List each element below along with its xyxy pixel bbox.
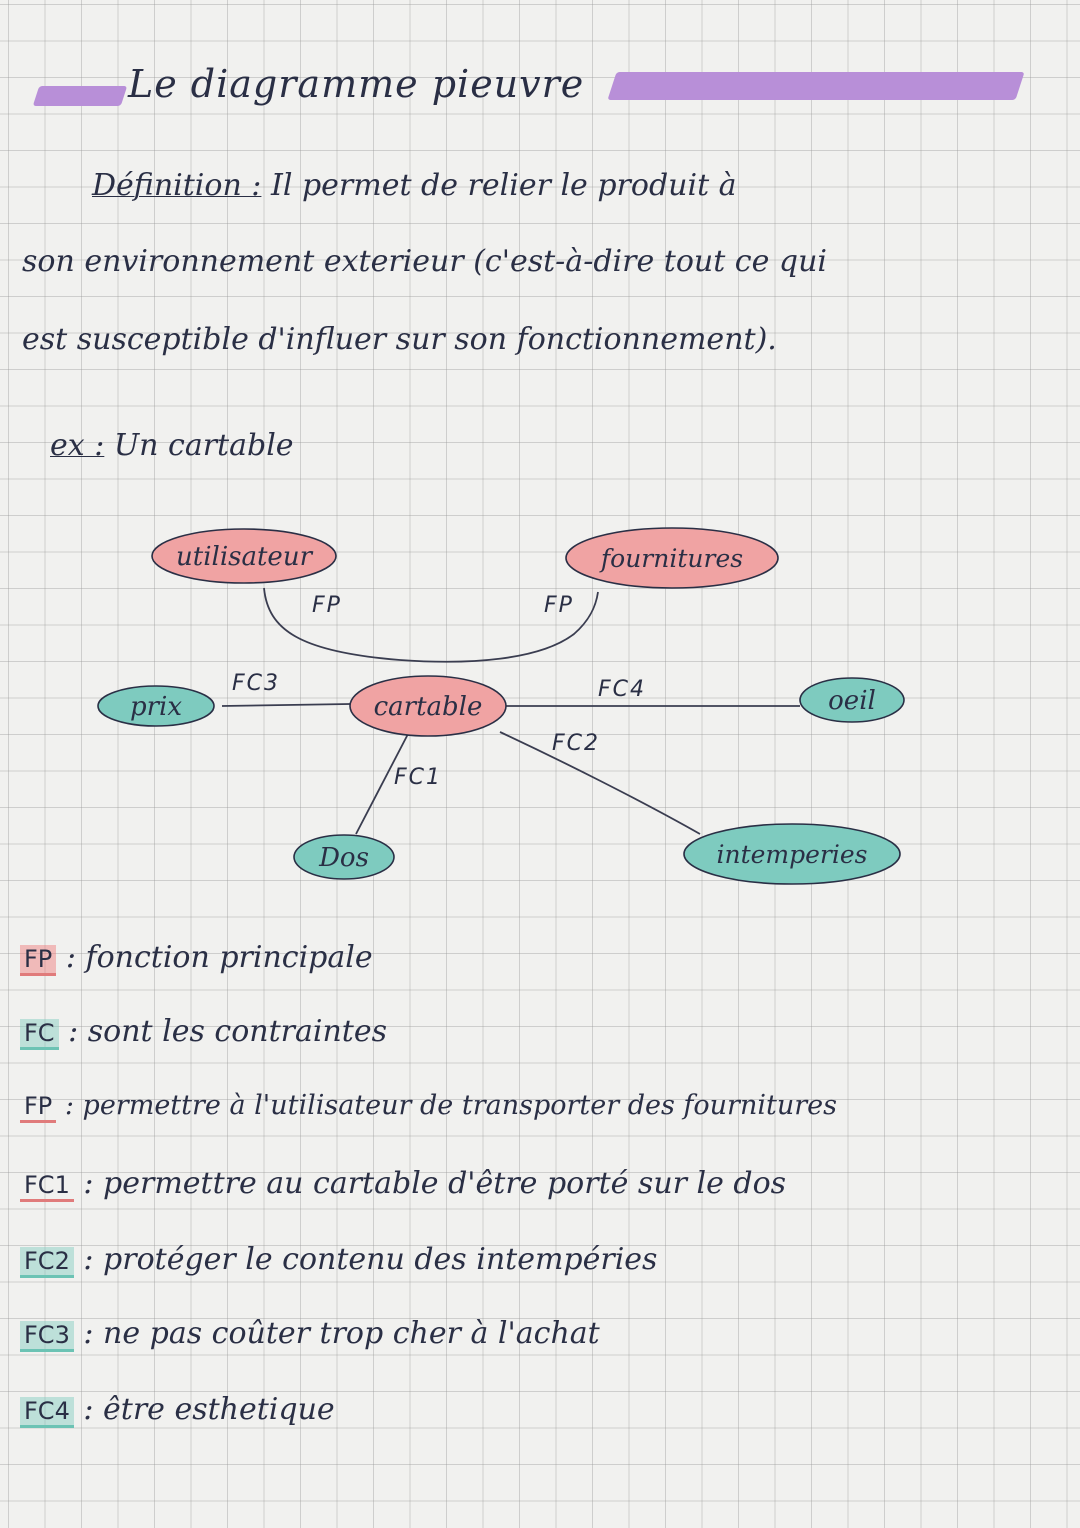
link-label-fc1: FC1 (394, 765, 442, 790)
node-prix: prix (97, 685, 215, 727)
definition-label: Définition : (92, 168, 262, 203)
link-label-fc2: FC2 (552, 731, 600, 756)
legend-item-fp: FP : permettre à l'utilisateur de transp… (20, 1090, 837, 1123)
node-label-intemperies: intemperies (716, 840, 867, 869)
node-shape-dos (293, 834, 395, 880)
legend-item-fc-def: FC : sont les contraintes (20, 1014, 387, 1050)
link-cartable-intemperies (499, 731, 701, 835)
link-label-fc4: FC4 (598, 677, 646, 702)
legend-text: être esthetique (103, 1392, 335, 1427)
example-line: ex : Un cartable (50, 428, 294, 463)
node-label-utilisateur: utilisateur (176, 542, 314, 572)
legend-item-fp-def: FP : fonction principale (20, 940, 373, 976)
link-label-fp: FP (312, 593, 342, 618)
node-label-fournitures: fournitures (599, 544, 743, 573)
legend-text: fonction principale (85, 940, 373, 975)
node-shape-prix (97, 685, 215, 727)
node-shape-oeil (799, 677, 905, 723)
legend-text: ne pas coûter trop cher à l'achat (103, 1316, 600, 1351)
node-dos: Dos (293, 834, 395, 880)
definition-text-1: Il permet de relier le produit à (270, 168, 737, 203)
legend-item-fc1: FC1 : permettre au cartable d'être porté… (20, 1166, 786, 1202)
link-cartable-dos (355, 733, 409, 835)
legend-key: FC (20, 1019, 59, 1050)
diagram-nodes: cartable utilisateur fournitures prix oeilDo… (97, 527, 905, 885)
node-shape-fournitures (565, 527, 779, 589)
node-label-oeil: oeil (828, 686, 876, 716)
node-utilisateur: utilisateur (151, 528, 337, 584)
legend-text: permettre au cartable d'être porté sur l… (103, 1166, 787, 1201)
node-label-cartable: cartable (374, 692, 483, 722)
definition-line-2: son environnement exterieur (c'est-à-dir… (22, 244, 828, 279)
legend-key: FC2 (20, 1247, 74, 1278)
example-text: Un cartable (113, 428, 294, 463)
legend-text: permettre à l'utilisateur de transporter… (82, 1090, 837, 1121)
definition-line-1: Définition : Il permet de relier le prod… (92, 168, 737, 203)
legend-item-fc4: FC4 : être esthetique (20, 1392, 335, 1428)
link-utilisateur-fournitures (263, 587, 599, 663)
page-title: Le diagramme pieuvre (128, 62, 585, 106)
example-label: ex : (50, 428, 105, 463)
diagram-links (221, 587, 800, 835)
legend-key: FP (20, 945, 57, 976)
legend-text: protéger le contenu des intempéries (103, 1242, 658, 1277)
link-prix-cartable (221, 703, 351, 707)
node-label-prix: prix (130, 692, 182, 722)
node-shape-utilisateur (151, 528, 337, 584)
legend-item-fc3: FC3 : ne pas coûter trop cher à l'achat (20, 1316, 600, 1352)
legend-item-fc2: FC2 : protéger le contenu des intempérie… (20, 1242, 657, 1278)
link-label-fc3: FC3 (232, 671, 280, 696)
node-oeil: oeil (799, 677, 905, 723)
legend-key: FC1 (20, 1171, 74, 1202)
legend-key: FC3 (20, 1321, 74, 1352)
node-cartable: cartable (349, 675, 507, 737)
node-label-dos: Dos (318, 843, 369, 873)
node-shape-intemperies (683, 823, 901, 885)
link-label-fp: FP (544, 593, 574, 618)
legend-key: FC4 (20, 1397, 74, 1428)
definition-line-3: est susceptible d'influer sur son foncti… (22, 322, 777, 357)
legend-text: sont les contraintes (87, 1014, 387, 1049)
node-shape-cartable (349, 675, 507, 737)
legend-key: FP (20, 1092, 57, 1123)
node-intemperies: intemperies (683, 823, 901, 885)
node-fournitures: fournitures (565, 527, 779, 589)
